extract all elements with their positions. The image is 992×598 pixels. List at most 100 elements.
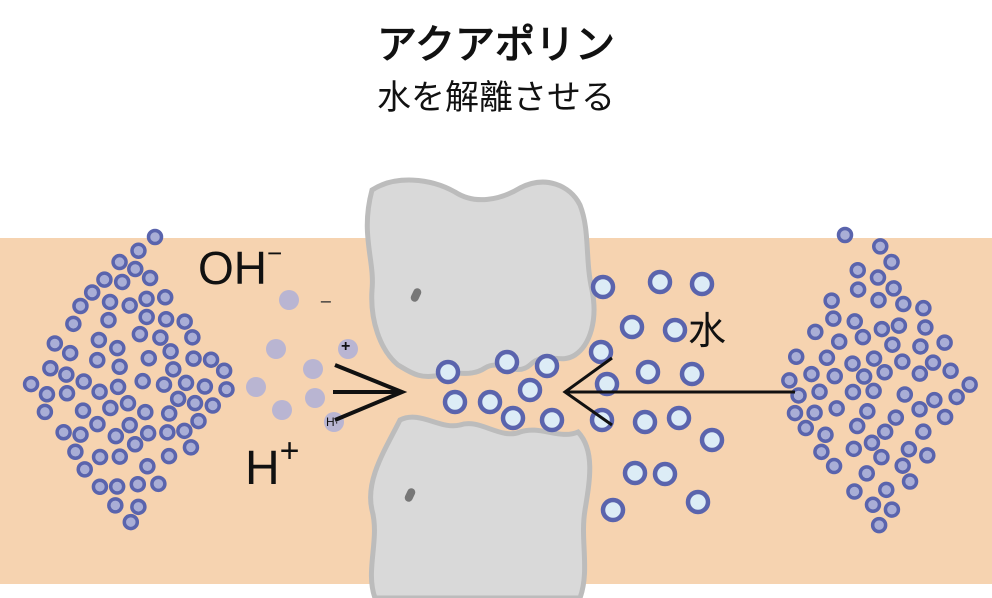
water-molecule: [500, 405, 526, 431]
water-molecule-small: [215, 362, 233, 379]
water-molecule-small: [109, 378, 127, 396]
water-molecule-small: [830, 333, 848, 350]
water-molecule: [442, 389, 468, 415]
water-molecule-small: [157, 310, 175, 328]
ion-h-mark: H·: [326, 415, 339, 429]
water-molecule-small: [870, 291, 887, 309]
diagram-subtitle: 水を解離させる: [377, 78, 615, 118]
water-molecule-small: [107, 497, 124, 514]
water-molecule-small: [108, 478, 126, 495]
ion-particle: [338, 339, 358, 359]
water-molecule: [679, 361, 705, 387]
aquaporin-protein-top: [364, 177, 597, 380]
water-molecule-small: [781, 372, 798, 389]
water-molecule-small: [825, 310, 842, 327]
water-molecule-small: [876, 364, 893, 381]
water-molecule-small: [919, 447, 936, 464]
water-molecule-small: [890, 317, 908, 334]
water-molecule-small: [138, 290, 155, 308]
water-molecule-small: [817, 426, 834, 444]
water-molecule-small: [894, 353, 911, 370]
water-molecule: [652, 461, 678, 487]
water-molecule-small: [91, 383, 108, 400]
water-molecule-small: [864, 496, 882, 514]
water-molecule-small: [190, 412, 207, 430]
water-molecule-small: [849, 261, 866, 279]
water-molecule-small: [855, 368, 873, 385]
water-molecule-small: [202, 351, 220, 368]
water-molecule-small: [846, 483, 863, 500]
water-molecule-small: [870, 516, 888, 534]
water-molecule-small: [74, 402, 92, 419]
water-molecule-small: [182, 439, 200, 456]
water-molecule-small: [186, 394, 204, 412]
ion-minus-mark: −: [319, 292, 332, 311]
water-molecule-small: [196, 378, 214, 395]
water-molecule-small: [91, 448, 109, 466]
water-molecule-small: [885, 280, 902, 297]
water-molecule-small: [130, 498, 147, 516]
water-molecule-small: [948, 388, 965, 406]
water-molecule-small: [803, 365, 820, 383]
ion-plus-mark: +: [341, 338, 351, 355]
water-molecule-small: [159, 424, 176, 441]
water-molecule-small: [900, 440, 918, 458]
water-molecule-small: [111, 253, 128, 271]
water-molecule-small: [912, 338, 929, 355]
water-molecule: [590, 274, 616, 300]
water-molecule-small: [790, 387, 807, 404]
protein-detail: [410, 288, 422, 302]
water-molecule-small: [130, 242, 147, 260]
water-molecule-small: [162, 343, 179, 360]
water-molecule-small: [107, 427, 125, 445]
water-molecule: [619, 314, 645, 340]
water-molecule-small: [134, 372, 151, 390]
water-molecule: [635, 359, 661, 385]
water-molecule-small: [872, 238, 889, 255]
water-molecule-small: [156, 289, 174, 306]
water-molecule-small: [90, 331, 108, 349]
water-molecule-small: [160, 405, 178, 422]
water-molecule: [534, 353, 560, 379]
hydroxide-label: OH−: [198, 238, 283, 294]
water-molecule-small: [139, 425, 157, 442]
water-molecule-small: [924, 354, 942, 371]
water-molecule-small: [58, 366, 75, 383]
water-molecule-small: [873, 320, 891, 338]
water-molecule-small: [826, 367, 843, 385]
water-molecule-small: [915, 423, 932, 440]
water-molecule-small: [67, 443, 84, 460]
water-molecule-small: [876, 423, 894, 440]
aquaporin-protein-bottom: [368, 414, 593, 598]
water-molecule: [699, 427, 725, 453]
water-molecule-small: [111, 448, 129, 465]
water-molecule-small: [218, 381, 235, 398]
ion-particle: [266, 339, 286, 359]
water-molecule-small: [126, 436, 144, 453]
water-molecule-small: [858, 465, 876, 482]
water-molecule-small: [61, 344, 79, 362]
water-molecule-small: [111, 358, 128, 376]
water-molecule-small: [139, 458, 156, 475]
water-molecule: [600, 497, 626, 523]
water-molecule-small: [825, 457, 843, 475]
water-molecule-small: [127, 260, 144, 278]
water-molecule-small: [155, 376, 173, 393]
water-molecule-small: [869, 269, 887, 286]
water-molecule-small: [786, 404, 804, 422]
water-molecule-small: [854, 328, 872, 346]
water-molecule-small: [873, 448, 890, 466]
water-molecule-small: [55, 424, 72, 441]
proton-label: H+: [245, 432, 300, 495]
water-molecule-small: [83, 284, 101, 301]
water-molecule-small: [787, 348, 805, 366]
water-molecule-small: [122, 513, 140, 531]
water-molecule-small: [100, 311, 117, 329]
water-molecule-small: [176, 313, 193, 330]
water-molecule-small: [887, 409, 905, 426]
water-molecule-small: [901, 473, 919, 490]
water-molecule-small: [863, 434, 881, 451]
water-molecule-small: [129, 475, 147, 493]
protein-detail: [404, 488, 416, 502]
water-molecule-small: [141, 269, 159, 287]
